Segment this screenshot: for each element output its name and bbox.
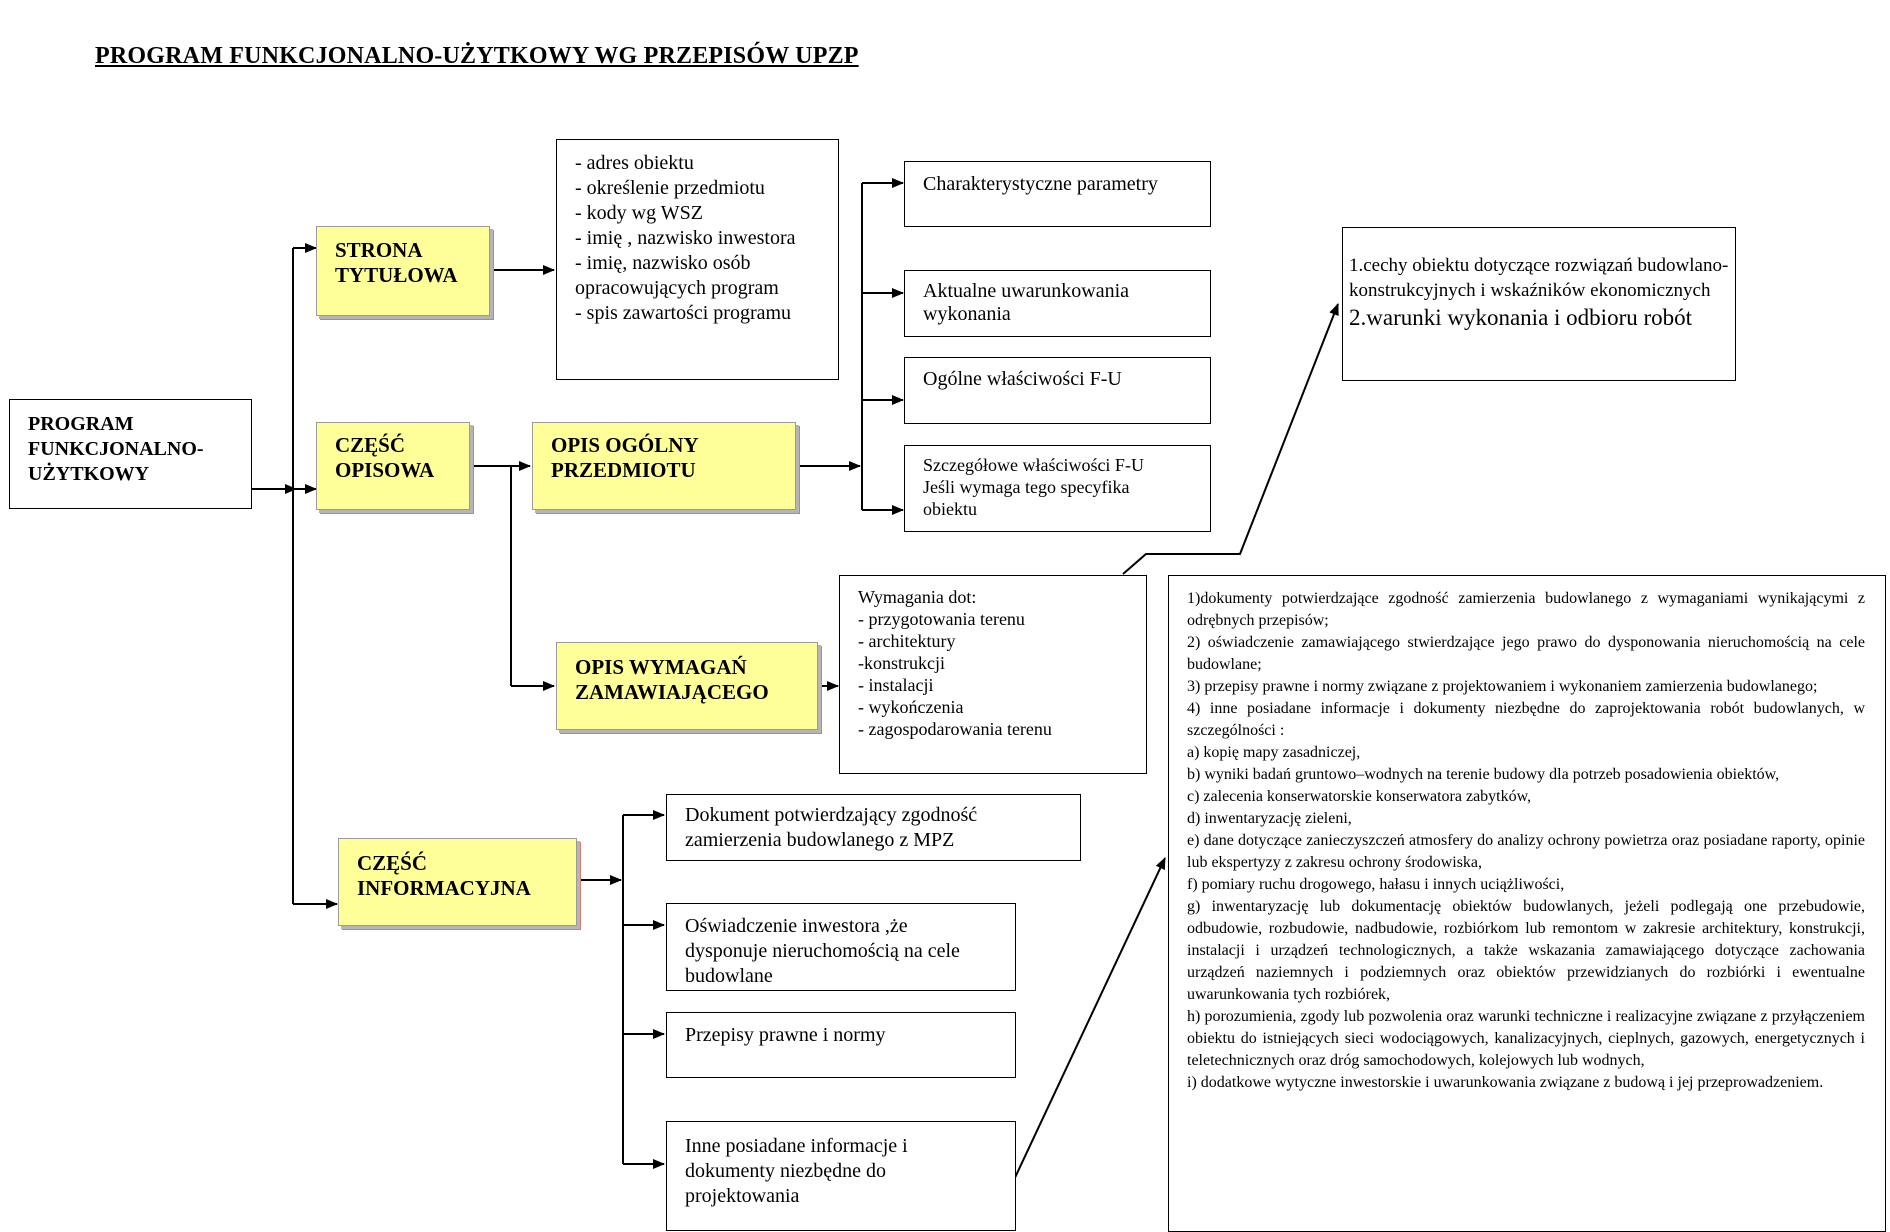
szczegolowe-text-line: obiektu [923, 499, 977, 519]
opis-wymagan-node: OPIS WYMAGAŃ ZAMAWIAJĄCEGO [556, 642, 818, 730]
inne-text-line: Inne posiadane informacje i [685, 1135, 908, 1157]
main-node-line: PROGRAM [28, 413, 134, 435]
szczegolowe-text-line: Jeśli wymaga tego specyfika [923, 477, 1130, 497]
dokumenty-item: b) wyniki badań gruntowo–wodnych na tere… [1187, 766, 1780, 783]
ogolne-text: Ogólne właściwości F-U [923, 368, 1122, 390]
strona-label-line: TYTUŁOWA [335, 263, 458, 287]
aktualne-text-line: Aktualne uwarunkowania [923, 280, 1130, 302]
dokumenty-item: 1)dokumenty potwierdzające zgodność zami… [1187, 590, 1865, 629]
dokument-mpz-box: Dokument potwierdzający zgodność zamierz… [666, 794, 1081, 861]
wymagania-item: - przygotowania terenu [858, 609, 1025, 629]
wymagania-item: - instalacji [858, 675, 934, 695]
strona-detail-item: - określenie przedmiotu [575, 177, 765, 199]
wymagania-item: Wymagania dot: [858, 587, 977, 607]
oswiadczenie-text-line: Oświadczenie inwestora ,że [685, 915, 908, 937]
oswiadczenie-inwestora-box: Oświadczenie inwestora ,że dysponuje nie… [666, 903, 1016, 991]
oswiadczenie-text-line: budowlane [685, 965, 773, 987]
dokumenty-item: 3) przepisy prawne i normy związane z pr… [1187, 678, 1818, 695]
dokumenty-item: a) kopię mapy zasadniczej, [1187, 744, 1361, 761]
czesc-opisowa-node: CZĘŚĆ OPISOWA [316, 422, 470, 510]
main-node-line: UŻYTKOWY [28, 463, 150, 485]
opis-ogolny-node: OPIS OGÓLNY PRZEDMIOTU [532, 422, 796, 510]
strona-label-line: STRONA [335, 238, 423, 262]
strona-detail-item: - adres obiektu [575, 152, 694, 174]
aktualne-uwarunkowania-box: Aktualne uwarunkowania wykonania [904, 270, 1211, 337]
dokumenty-item: 4) inne posiadane informacje i dokumenty… [1187, 700, 1865, 739]
oswiadczenie-text-line: dysponuje nieruchomością na cele [685, 940, 960, 962]
charakterystyczne-parametry-box: Charakterystyczne parametry [904, 161, 1211, 227]
przepisy-text: Przepisy prawne i normy [685, 1024, 886, 1046]
ogolne-wlasciwosci-box: Ogólne właściwości F-U [904, 357, 1211, 424]
cechy-point-2: 2.warunki wykonania i odbioru robót [1349, 305, 1693, 330]
szczegolowe-text-line: Szczegółowe właściwości F-U [923, 455, 1144, 475]
informacyjna-label-line: CZĘŚĆ [357, 851, 428, 875]
arrow-inne-to-dokumenty [1011, 857, 1166, 1185]
strona-detail-item: - imię, nazwisko osób [575, 252, 751, 274]
strona-detail-item: - spis zawartości programu [575, 302, 792, 324]
dokument-text-line: Dokument potwierdzający zgodność [685, 804, 978, 826]
dokumenty-item: d) inwentaryzację zieleni, [1187, 810, 1352, 827]
opis-wymagan-label-line: OPIS WYMAGAŃ [575, 655, 747, 679]
przepisy-prawne-box: Przepisy prawne i normy [666, 1012, 1016, 1078]
dokumenty-item: 2) oświadczenie zamawiającego stwierdzaj… [1187, 634, 1865, 673]
opis-ogolny-label-line: OPIS OGÓLNY [551, 433, 699, 457]
opis-wymagan-label-line: ZAMAWIAJĄCEGO [575, 680, 769, 704]
dokumenty-list-box: 1)dokumenty potwierdzające zgodność zami… [1168, 575, 1886, 1232]
dokument-text-line: zamierzenia budowlanego z MPZ [685, 829, 955, 851]
opis-ogolny-label-line: PRZEDMIOTU [551, 458, 696, 482]
strona-tytulowa-node: STRONA TYTUŁOWA [316, 226, 490, 316]
dokumenty-item: g) inwentaryzację lub dokumentację obiek… [1187, 898, 1865, 1003]
inne-text-line: dokumenty niezbędne do [685, 1160, 887, 1182]
aktualne-text-line: wykonania [923, 303, 1011, 325]
wymagania-item: -konstrukcji [858, 653, 945, 673]
opisowa-label-line: OPISOWA [335, 458, 435, 482]
cechy-obiektu-box: 1.cechy obiektu dotyczące rozwiązań budo… [1342, 227, 1736, 381]
informacyjna-label-line: INFORMACYJNA [357, 876, 531, 900]
czesc-informacyjna-node: CZĘŚĆ INFORMACYJNA [338, 838, 577, 926]
charakterystyczne-text: Charakterystyczne parametry [923, 173, 1158, 195]
arrow-wymagania-to-cechy [1122, 303, 1339, 575]
wymagania-item: - wykończenia [858, 697, 964, 717]
strona-details-box: - adres obiektu - określenie przedmiotu … [556, 139, 839, 380]
wymagania-item: - zagospodarowania terenu [858, 719, 1052, 739]
dokumenty-item: f) pomiary ruchu drogowego, hałasu i inn… [1187, 876, 1565, 893]
dokumenty-item: h) porozumienia, zgody lub pozwolenia or… [1187, 1008, 1865, 1069]
opisowa-label-line: CZĘŚĆ [335, 433, 406, 457]
main-node: PROGRAM FUNKCJONALNO- UŻYTKOWY [9, 399, 252, 509]
szczegolowe-wlasciwosci-box: Szczegółowe właściwości F-U Jeśli wymaga… [904, 445, 1211, 532]
wymagania-item: - architektury [858, 631, 956, 651]
cechy-point-1: 1.cechy obiektu dotyczące rozwiązań budo… [1349, 255, 1729, 301]
inne-text-line: projektowania [685, 1185, 800, 1207]
inne-informacje-box: Inne posiadane informacje i dokumenty ni… [666, 1121, 1016, 1231]
dokumenty-item: i) dodatkowe wytyczne inwestorskie i uwa… [1187, 1074, 1824, 1091]
dokumenty-item: c) zalecenia konserwatorskie konserwator… [1187, 788, 1532, 805]
wymagania-box: Wymagania dot: - przygotowania terenu - … [839, 575, 1147, 774]
main-node-line: FUNKCJONALNO- [28, 438, 204, 460]
strona-detail-item: - kody wg WSZ [575, 202, 703, 224]
strona-detail-item: opracowujących program [575, 277, 779, 299]
dokumenty-item: e) dane dotyczące zanieczyszczeń atmosfe… [1187, 832, 1865, 871]
page-title: PROGRAM FUNKCJONALNO-UŻYTKOWY WG PRZEPIS… [95, 43, 859, 69]
strona-detail-item: - imię , nazwisko inwestora [575, 227, 796, 249]
